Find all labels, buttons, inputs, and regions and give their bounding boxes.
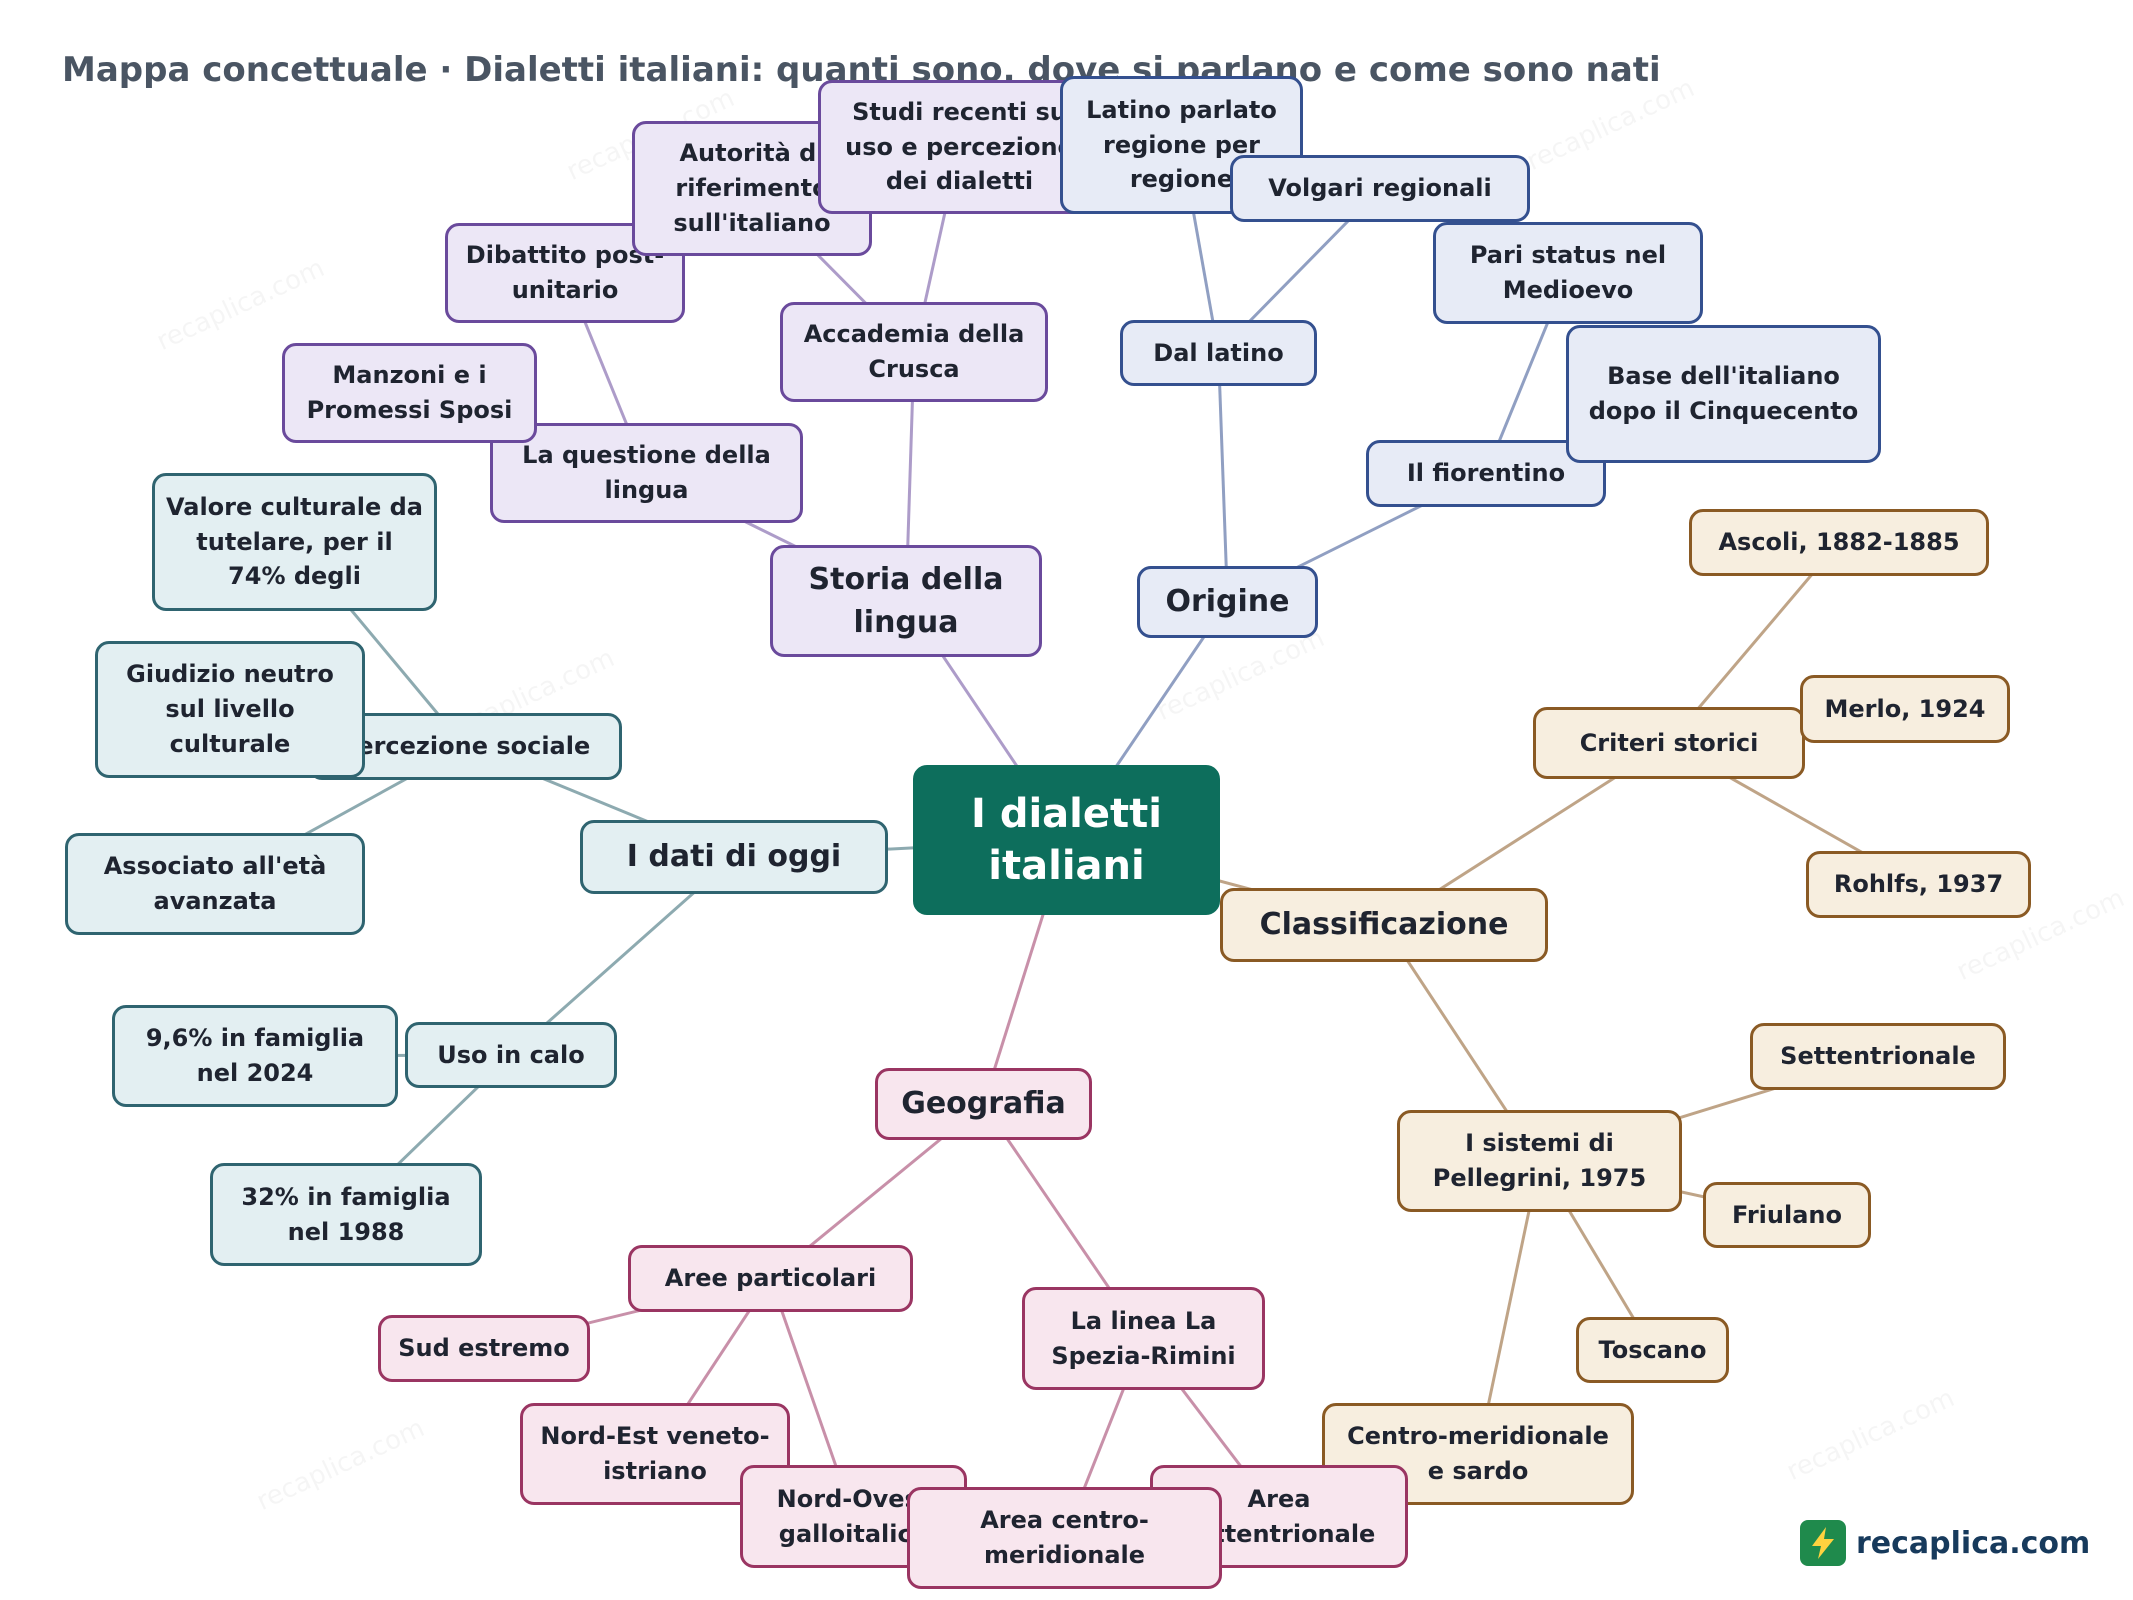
brand-logo[interactable]: recaplica.com <box>1800 1520 2090 1566</box>
node-sud-estremo[interactable]: Sud estremo <box>378 1315 590 1382</box>
node-linea-la-spezia-rimini[interactable]: La linea La Spezia-Rimini <box>1022 1287 1265 1390</box>
branch-geografia[interactable]: Geografia <box>875 1068 1092 1140</box>
node-nord-ovest[interactable]: Nord-Ovest galloitalico <box>740 1465 967 1568</box>
node-friulano[interactable]: Friulano <box>1703 1182 1871 1248</box>
branch-dati-di-oggi[interactable]: I dati di oggi <box>580 820 888 894</box>
node-eta-avanzata[interactable]: Associato all'età avanzata <box>65 833 365 935</box>
node-latino-parlato[interactable]: Latino parlato regione per regione <box>1060 76 1303 214</box>
edge-node-dal-latino <box>1217 352 1229 603</box>
node-famiglia-2024[interactable]: 9,6% in famiglia nel 2024 <box>112 1005 398 1107</box>
root-node[interactable]: I dialetti italiani <box>913 765 1220 915</box>
lightning-bolt-icon <box>1800 1520 1846 1566</box>
node-manzoni[interactable]: Manzoni e i Promessi Sposi <box>282 343 537 443</box>
node-uso-in-calo[interactable]: Uso in calo <box>405 1022 617 1088</box>
node-nord-est[interactable]: Nord-Est veneto-istriano <box>520 1403 790 1505</box>
node-dal-latino[interactable]: Dal latino <box>1120 320 1317 386</box>
node-settentrionale[interactable]: Settentrionale <box>1750 1023 2006 1090</box>
node-aree-particolari[interactable]: Aree particolari <box>628 1245 913 1312</box>
node-toscano[interactable]: Toscano <box>1576 1317 1729 1383</box>
node-merlo[interactable]: Merlo, 1924 <box>1800 675 2010 743</box>
node-famiglia-1988[interactable]: 32% in famiglia nel 1988 <box>210 1163 482 1266</box>
node-valore-culturale[interactable]: Valore culturale da tutelare, per il 74%… <box>152 473 437 611</box>
node-criteri-storici[interactable]: Criteri storici <box>1533 707 1805 779</box>
branch-storia-della-lingua[interactable]: Storia della lingua <box>770 545 1042 657</box>
node-accademia-crusca[interactable]: Accademia della Crusca <box>780 302 1048 402</box>
node-pari-status[interactable]: Pari status nel Medioevo <box>1433 222 1703 324</box>
node-giudizio-neutro[interactable]: Giudizio neutro sul livello culturale <box>95 641 365 778</box>
node-questione-della-lingua[interactable]: La questione della lingua <box>490 423 803 523</box>
node-area-centro-meridionale[interactable]: Area centro-meridionale <box>907 1487 1222 1589</box>
node-studi-recenti[interactable]: Studi recenti su uso e percezione dei di… <box>818 80 1101 214</box>
node-base-italiano[interactable]: Base dell'italiano dopo il Cinquecento <box>1566 325 1881 463</box>
brand-name: recaplica.com <box>1856 1525 2091 1561</box>
node-rohlfs[interactable]: Rohlfs, 1937 <box>1806 851 2031 918</box>
node-volgari-regionali[interactable]: Volgari regionali <box>1230 155 1530 222</box>
node-ascoli[interactable]: Ascoli, 1882-1885 <box>1689 509 1989 576</box>
branch-origine[interactable]: Origine <box>1137 566 1318 638</box>
node-pellegrini[interactable]: I sistemi di Pellegrini, 1975 <box>1397 1110 1682 1212</box>
branch-classificazione[interactable]: Classificazione <box>1220 888 1548 962</box>
